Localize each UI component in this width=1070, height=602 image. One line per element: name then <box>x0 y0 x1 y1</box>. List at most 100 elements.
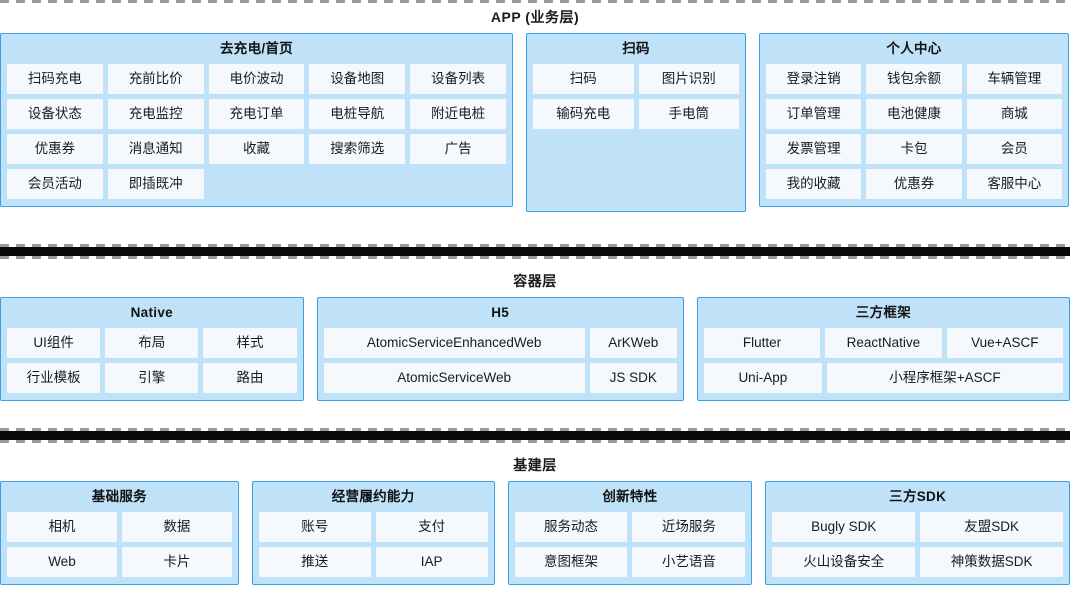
tile-basic-1-1[interactable]: 卡片 <box>121 547 232 577</box>
tile-third-0-0[interactable]: Flutter <box>703 328 821 358</box>
tile-operation-0-1[interactable]: 支付 <box>375 512 488 542</box>
panel-innovation-feature[interactable]: 创新特性 服务动态 近场服务 意图框架 小艺语音 <box>507 481 753 585</box>
tile-operation-0-0[interactable]: 账号 <box>258 512 371 542</box>
tile-home-0-4[interactable]: 设备列表 <box>410 64 506 94</box>
tile-third-0-2[interactable]: Vue+ASCF <box>946 328 1064 358</box>
tile-native-0-0[interactable]: UI组件 <box>7 328 101 358</box>
panel-basic-title: 基础服务 <box>91 489 147 504</box>
panel-basic-service[interactable]: 基础服务 相机 数据 Web 卡片 <box>0 481 239 585</box>
panel-home[interactable]: 去充电/首页 扫码充电 充前比价 电价波动 设备地图 设备列表 设备状态 充电监… <box>0 33 513 207</box>
tile-home-1-2[interactable]: 充电订单 <box>208 99 305 129</box>
tile-profile-0-1[interactable]: 钱包余额 <box>866 64 962 94</box>
tile-home-2-1[interactable]: 消息通知 <box>107 134 204 164</box>
tile-scan-3-0-placeholder <box>533 169 634 199</box>
tile-home-3-1[interactable]: 即插既冲 <box>107 169 204 199</box>
panel-profile[interactable]: 个人中心 登录注销 钱包余额 车辆管理 订单管理 电池健康 商城 发票管理 卡包 <box>759 33 1069 207</box>
tile-basic-0-1[interactable]: 数据 <box>121 512 232 542</box>
tile-h5-0-0[interactable]: AtomicServiceEnhancedWeb <box>323 328 585 358</box>
tile-scan-1-1[interactable]: 手电筒 <box>638 99 739 129</box>
tile-row: 订单管理 电池健康 商城 <box>766 99 1062 129</box>
tile-sdk-0-0[interactable]: Bugly SDK <box>772 512 916 542</box>
tile-row: Uni-App 小程序框架+ASCF <box>703 363 1063 393</box>
tile-scan-1-0[interactable]: 输码充电 <box>533 99 634 129</box>
panel-h5-rows: AtomicServiceEnhancedWeb ArKWeb AtomicSe… <box>323 328 677 393</box>
panel-operation-capability[interactable]: 经营履约能力 账号 支付 推送 IAP <box>251 481 495 585</box>
tile-innovation-0-1[interactable]: 近场服务 <box>632 512 746 542</box>
tile-profile-2-2[interactable]: 会员 <box>966 134 1062 164</box>
layer-app: APP (业务层) 去充电/首页 扫码充电 充前比价 电价波动 设备地图 设备列… <box>0 8 1070 212</box>
tile-profile-1-0[interactable]: 订单管理 <box>766 99 862 129</box>
tile-home-1-3[interactable]: 电桩导航 <box>309 99 406 129</box>
tile-home-3-3-placeholder <box>309 169 405 199</box>
layer-app-title: APP (业务层) <box>490 9 580 25</box>
tile-sdk-0-1[interactable]: 友盟SDK <box>920 512 1064 542</box>
tile-home-0-2[interactable]: 电价波动 <box>208 64 305 94</box>
tile-scan-2-0-placeholder <box>533 134 634 164</box>
tile-operation-1-1[interactable]: IAP <box>375 547 488 577</box>
tile-profile-2-0[interactable]: 发票管理 <box>766 134 862 164</box>
panel-scan-title: 扫码 <box>622 41 650 56</box>
panel-h5[interactable]: H5 AtomicServiceEnhancedWeb ArKWeb Atomi… <box>316 297 684 401</box>
tile-home-0-1[interactable]: 充前比价 <box>107 64 204 94</box>
panel-third-party-sdk[interactable]: 三方SDK Bugly SDK 友盟SDK 火山设备安全 神策数据SDK <box>765 481 1070 585</box>
layer-infra: 基建层 基础服务 相机 数据 Web 卡片 经营履约能力 <box>0 456 1070 585</box>
tile-profile-3-0[interactable]: 我的收藏 <box>766 169 862 199</box>
tile-innovation-0-0[interactable]: 服务动态 <box>514 512 628 542</box>
tile-home-3-4-placeholder <box>410 169 506 199</box>
tile-basic-1-0[interactable]: Web <box>7 547 117 577</box>
tile-operation-1-0[interactable]: 推送 <box>258 547 371 577</box>
tile-basic-0-0[interactable]: 相机 <box>7 512 117 542</box>
tile-third-1-1[interactable]: 小程序框架+ASCF <box>826 363 1063 393</box>
tile-h5-1-0[interactable]: AtomicServiceWeb <box>323 363 585 393</box>
tile-native-0-1[interactable]: 布局 <box>105 328 199 358</box>
tile-row: Bugly SDK 友盟SDK <box>772 512 1064 542</box>
tile-home-0-3[interactable]: 设备地图 <box>309 64 406 94</box>
tile-profile-1-2[interactable]: 商城 <box>966 99 1062 129</box>
tile-row-spacer <box>533 134 739 164</box>
panel-sdk-title: 三方SDK <box>889 489 947 504</box>
tile-scan-3-1-placeholder <box>639 169 740 199</box>
tile-home-3-0[interactable]: 会员活动 <box>7 169 103 199</box>
tile-native-1-0[interactable]: 行业模板 <box>7 363 101 393</box>
tile-home-2-4[interactable]: 广告 <box>410 134 506 164</box>
tile-third-0-1[interactable]: ReactNative <box>825 328 942 358</box>
tile-third-1-0[interactable]: Uni-App <box>703 363 822 393</box>
tile-home-2-3[interactable]: 搜索筛选 <box>309 134 406 164</box>
separator-1-dash-bottom <box>0 256 1070 259</box>
tile-home-2-0[interactable]: 优惠券 <box>7 134 103 164</box>
tile-profile-2-1[interactable]: 卡包 <box>866 134 962 164</box>
tile-scan-0-0[interactable]: 扫码 <box>533 64 634 94</box>
layer-container: 容器层 Native UI组件 布局 样式 行业模板 引擎 路由 <box>0 272 1070 401</box>
tile-native-1-1[interactable]: 引擎 <box>105 363 199 393</box>
tile-native-0-2[interactable]: 样式 <box>203 328 297 358</box>
tile-profile-0-0[interactable]: 登录注销 <box>766 64 862 94</box>
layer-container-panels: Native UI组件 布局 样式 行业模板 引擎 路由 H5 <box>0 297 1070 401</box>
tile-home-0-0[interactable]: 扫码充电 <box>7 64 103 94</box>
tile-sdk-1-0[interactable]: 火山设备安全 <box>772 547 916 577</box>
tile-h5-0-1[interactable]: ArKWeb <box>589 328 677 358</box>
panel-profile-rows: 登录注销 钱包余额 车辆管理 订单管理 电池健康 商城 发票管理 卡包 会员 <box>766 64 1062 199</box>
panel-scan[interactable]: 扫码 扫码 图片识别 输码充电 手电筒 <box>526 33 746 212</box>
tile-home-1-1[interactable]: 充电监控 <box>107 99 204 129</box>
panel-third-party-framework[interactable]: 三方框架 Flutter ReactNative Vue+ASCF Uni-Ap… <box>696 297 1070 401</box>
panel-third-title: 三方框架 <box>855 305 911 320</box>
tile-profile-3-2[interactable]: 客服中心 <box>966 169 1062 199</box>
tile-h5-1-1[interactable]: JS SDK <box>589 363 677 393</box>
tile-home-2-2[interactable]: 收藏 <box>208 134 305 164</box>
tile-profile-0-2[interactable]: 车辆管理 <box>966 64 1062 94</box>
tile-scan-0-1[interactable]: 图片识别 <box>638 64 739 94</box>
tile-sdk-1-1[interactable]: 神策数据SDK <box>920 547 1064 577</box>
tile-home-1-4[interactable]: 附近电桩 <box>410 99 506 129</box>
panel-innovation-title: 创新特性 <box>602 489 658 504</box>
tile-innovation-1-1[interactable]: 小艺语音 <box>632 547 746 577</box>
tile-native-1-2[interactable]: 路由 <box>203 363 297 393</box>
tile-profile-1-1[interactable]: 电池健康 <box>866 99 962 129</box>
tile-profile-3-1[interactable]: 优惠券 <box>866 169 962 199</box>
tile-row: 扫码充电 充前比价 电价波动 设备地图 设备列表 <box>7 64 506 94</box>
panel-native[interactable]: Native UI组件 布局 样式 行业模板 引擎 路由 <box>0 297 304 401</box>
tile-row: 意图框架 小艺语音 <box>514 547 746 577</box>
panel-innovation-rows: 服务动态 近场服务 意图框架 小艺语音 <box>514 512 746 577</box>
tile-innovation-1-0[interactable]: 意图框架 <box>514 547 628 577</box>
tile-home-1-0[interactable]: 设备状态 <box>7 99 103 129</box>
